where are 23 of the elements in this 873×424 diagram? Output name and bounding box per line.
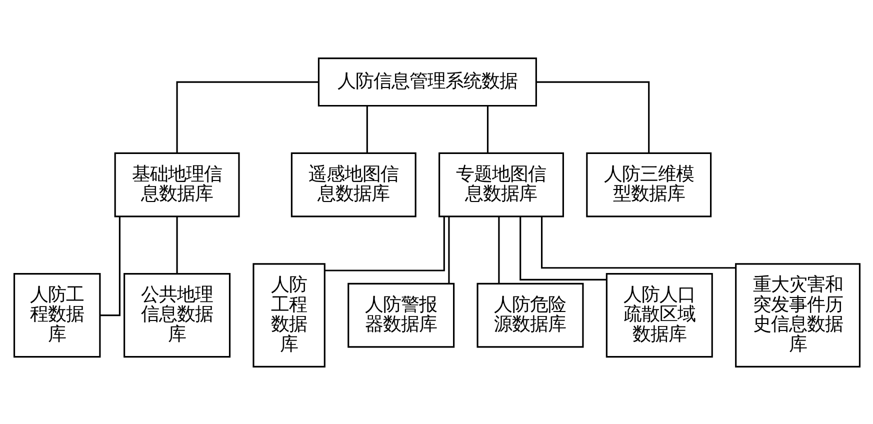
node-box: 人防警报器数据库 — [347, 282, 454, 348]
connector — [100, 216, 120, 316]
node-box: 专题地图信息数据库 — [438, 152, 564, 217]
node-box: 人防人口疏散区域数据库 — [605, 272, 712, 358]
node-box: 人防三维模型数据库 — [586, 152, 712, 217]
node-box: 基础地理信息数据库 — [114, 152, 240, 217]
node-box: 公共地理信息数据库 — [123, 272, 230, 358]
connector — [498, 216, 500, 283]
node-box: 重大灾害和突发事件历史信息数据库 — [734, 262, 860, 367]
connector — [176, 80, 318, 152]
connector — [486, 105, 488, 152]
node-box: 人防危险源数据库 — [476, 282, 584, 348]
node-box: 人防信息管理系统数据 — [317, 57, 536, 106]
connector — [519, 216, 606, 280]
connector — [536, 80, 650, 152]
connector — [176, 216, 178, 273]
connector — [540, 216, 736, 268]
node-box: 人防工程数据库 — [252, 262, 325, 367]
node-box: 人防工程数据库 — [12, 272, 100, 358]
connector — [324, 216, 444, 271]
connector — [366, 105, 368, 152]
node-box: 遥感地图信息数据库 — [290, 152, 416, 217]
connector — [448, 216, 450, 283]
